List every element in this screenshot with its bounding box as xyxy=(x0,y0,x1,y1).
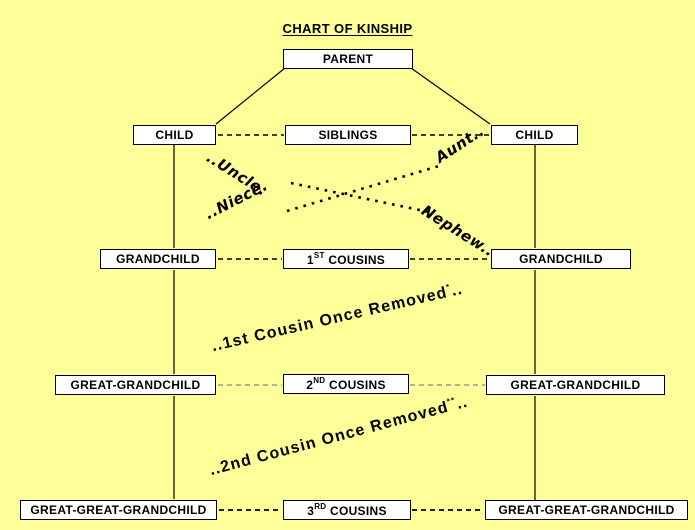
box-great-grandchild-left-label: GREAT-GRANDCHILD xyxy=(70,378,201,392)
parent-to-right-child-line xyxy=(410,67,491,125)
box-great-great-grandchild-right: GREAT-GREAT-GRANDCHILD xyxy=(485,500,688,520)
box-parent-label: PARENT xyxy=(322,52,374,66)
second-removed-asterisk: ** xyxy=(445,395,457,407)
first-cousins-ordinal-superscript: ST xyxy=(313,250,325,260)
box-great-great-grandchild-left: GREAT-GREAT-GRANDCHILD xyxy=(20,500,217,520)
box-third-cousins-label: 3RD COUSINS xyxy=(307,501,387,518)
box-child-left-label: CHILD xyxy=(155,128,194,142)
uncle-nephew-dotted-line xyxy=(290,181,430,214)
niece-aunt-dotted-line xyxy=(286,164,440,213)
box-grandchild-left-label: GRANDCHILD xyxy=(116,252,200,266)
box-grandchild-left: GRANDCHILD xyxy=(100,249,216,269)
box-first-cousins: 1ST COUSINS xyxy=(283,249,409,269)
chart-title: CHART OF KINSHIP xyxy=(282,21,413,36)
box-second-cousins-label: 2ND COUSINS xyxy=(306,375,386,392)
second-cousins-ordinal-superscript: ND xyxy=(313,375,326,385)
box-second-cousins: 2ND COUSINS xyxy=(283,374,409,394)
box-siblings: SIBLINGS xyxy=(285,125,411,145)
box-grandchild-right-label: GRANDCHILD xyxy=(519,252,603,266)
box-third-cousins: 3RD COUSINS xyxy=(283,500,411,520)
third-cousins-ordinal-superscript: RD xyxy=(314,501,327,511)
box-great-grandchild-right-label: GREAT-GRANDCHILD xyxy=(510,378,641,392)
box-great-great-grandchild-left-label: GREAT-GREAT-GRANDCHILD xyxy=(30,503,207,517)
box-siblings-label: SIBLINGS xyxy=(318,128,378,142)
parent-to-left-child-line xyxy=(215,67,286,125)
box-great-great-grandchild-right-label: GREAT-GREAT-GRANDCHILD xyxy=(498,503,675,517)
box-child-right-label: CHILD xyxy=(515,128,554,142)
box-first-cousins-label: 1ST COUSINS xyxy=(306,250,386,267)
box-child-right: CHILD xyxy=(491,125,578,145)
box-parent: PARENT xyxy=(283,49,413,69)
box-grandchild-right: GRANDCHILD xyxy=(491,249,631,269)
box-great-grandchild-right: GREAT-GRANDCHILD xyxy=(486,375,665,395)
box-child-left: CHILD xyxy=(133,125,216,145)
box-great-grandchild-left: GREAT-GRANDCHILD xyxy=(55,375,216,395)
